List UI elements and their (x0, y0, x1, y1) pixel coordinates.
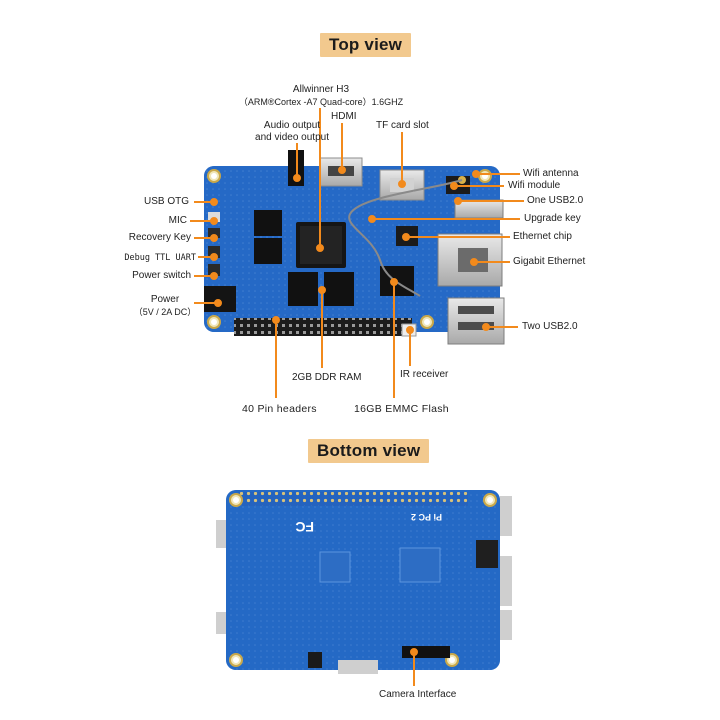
top-view-heading: Top view (320, 33, 412, 57)
fcc-mark: FC (295, 519, 314, 535)
two-usb-label: Two USB2.0 (522, 321, 578, 332)
gigabit-ethernet-label: Gigabit Ethernet (513, 256, 586, 267)
ram-label: 2GB DDR RAM (292, 372, 362, 383)
model-mark: Pi PC 2 (411, 512, 442, 522)
av-label: Audio output and video output (242, 120, 342, 144)
usb-otg-label: USB OTG (143, 196, 189, 207)
debug-uart-label: Debug TTL UART (124, 253, 196, 263)
callout-lines (190, 108, 524, 686)
bottom-board (216, 490, 512, 674)
mic-label: MIC (168, 215, 187, 226)
av-label-line1: Audio output (263, 120, 321, 131)
upgrade-key-label: Upgrade key (524, 213, 581, 224)
power-label-line1: Power (150, 294, 180, 305)
ethernet-chip-label: Ethernet chip (513, 231, 572, 242)
pin-headers-label: 40 Pin headers (242, 403, 317, 415)
power-label: Power （5V / 2A DC） (120, 294, 210, 318)
tf-card-label: TF card slot (376, 120, 429, 131)
cpu-label: Allwinner H3 （ARM®Cortex -A7 Quad-core）1… (228, 84, 414, 108)
recovery-key-label: Recovery Key (128, 232, 191, 243)
power-switch-label: Power switch (132, 270, 191, 281)
emmc-flash-label: 16GB EMMC Flash (354, 403, 449, 415)
power-label-line2: （5V / 2A DC） (133, 307, 197, 317)
ir-receiver-label: IR receiver (400, 369, 449, 380)
wifi-module-label: Wifi module (508, 180, 561, 191)
cpu-label-line2: （ARM®Cortex -A7 Quad-core）1.6GHZ (238, 97, 404, 107)
av-label-line2: and video output (255, 132, 329, 143)
bottom-view-heading: Bottom view (308, 439, 430, 463)
camera-interface-label: Camera Interface (379, 689, 457, 700)
hdmi-label: HDMI (331, 111, 357, 122)
one-usb-label: One USB2.0 (527, 195, 584, 206)
cpu-label-line1: Allwinner H3 (292, 84, 350, 95)
top-board (204, 150, 505, 345)
wifi-antenna-label: Wifi antenna (523, 168, 579, 179)
